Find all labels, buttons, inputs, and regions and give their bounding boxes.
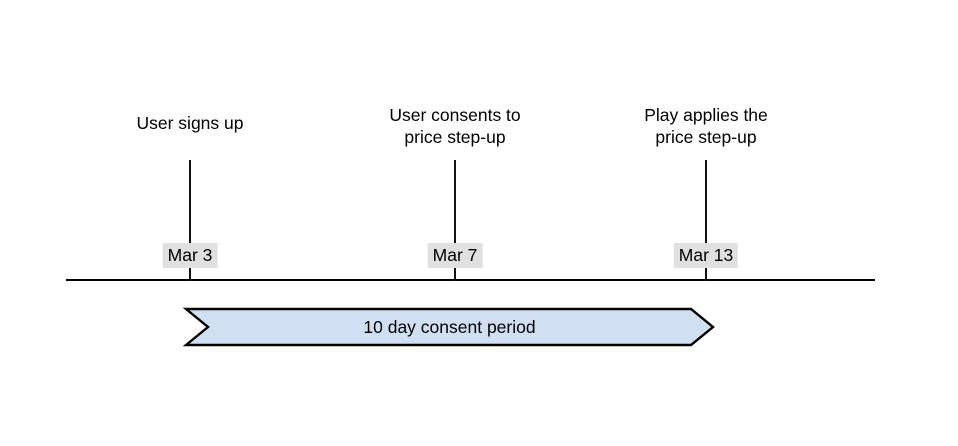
marker-stem-user-consents [454,160,456,281]
marker-caption-line-2: price step-up [404,127,506,147]
marker-date-chip-mar-3: Mar 3 [162,243,218,268]
marker-caption-play-applies: Play applies the price step-up [644,104,768,148]
chevron-arrow-icon [182,307,715,347]
consent-period-banner: 10 day consent period [182,307,715,347]
marker-caption-user-consents: User consents to price step-up [389,104,520,148]
marker-caption-line-1: User signs up [136,113,244,133]
chevron-arrow-shape [182,307,715,347]
marker-date-chip-mar-7: Mar 7 [427,243,483,268]
marker-caption-line-1: Play applies the [644,105,768,125]
marker-stem-play-applies [705,160,707,281]
timeline-axis [66,279,875,281]
marker-stem-user-signs-up [189,160,191,281]
marker-caption-line-2: price step-up [655,127,757,147]
marker-caption-user-signs-up: User signs up [137,112,244,134]
marker-caption-line-1: User consents to [389,105,521,125]
marker-date-chip-mar-13: Mar 13 [673,243,739,268]
